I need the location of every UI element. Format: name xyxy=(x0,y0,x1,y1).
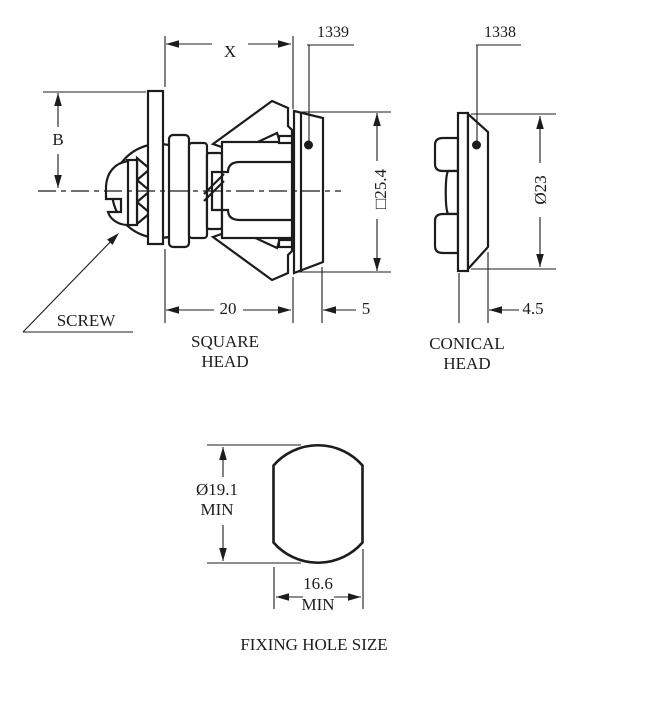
dim-16-6-qualifier: MIN xyxy=(301,595,335,614)
screw-head-dome xyxy=(104,159,130,227)
dim-x-label: X xyxy=(223,42,237,61)
cam-plate xyxy=(146,89,165,246)
leader-dot-1339 xyxy=(304,140,313,150)
dim-dia-23-label: Ø23 xyxy=(531,175,550,205)
square-head-caption: SQUARE HEAD xyxy=(191,332,259,372)
body-step-top xyxy=(277,134,294,145)
body-step-bottom xyxy=(277,238,294,249)
screw-label: SCREW xyxy=(56,311,116,330)
dim-5-label: 5 xyxy=(361,299,371,318)
fixing-hole-outline xyxy=(272,443,364,565)
conical-head-view xyxy=(433,111,490,273)
conical-body-tab-bottom xyxy=(433,212,460,255)
conical-body-waist xyxy=(444,169,460,216)
square-head-caption-line2: HEAD xyxy=(201,352,249,371)
dim-16-6-value: 16.6 xyxy=(303,574,333,593)
dim-b-label: B xyxy=(52,130,64,149)
part-number-1339: 1339 xyxy=(317,24,349,41)
dim-dia-19-1-label: Ø19.1 MIN xyxy=(196,480,238,520)
conical-head-caption-line2: HEAD xyxy=(443,354,491,373)
body-core xyxy=(220,140,294,240)
square-head-caption-line1: SQUARE xyxy=(190,332,260,351)
part-number-1338: 1338 xyxy=(484,24,516,41)
conical-head-caption-line1: CONICAL xyxy=(429,334,505,353)
dim-square-25-4-label: □25.4 xyxy=(371,168,390,210)
dimension-lines xyxy=(22,36,556,609)
dim-dia-19-1-qualifier: MIN xyxy=(200,500,234,519)
fixing-hole-caption: FIXING HOLE SIZE xyxy=(240,635,388,654)
conical-head-face-strip xyxy=(456,111,470,273)
dim-4-5-label: 4.5 xyxy=(522,299,544,318)
conical-head-caption: CONICAL HEAD xyxy=(429,334,505,374)
conical-body-tab-top xyxy=(433,136,460,173)
dim-20-label: 20 xyxy=(219,299,237,318)
cam-lock-side-view xyxy=(104,89,325,282)
leader-dot-1338 xyxy=(472,140,481,150)
conical-head-bevel xyxy=(466,111,490,272)
dimension-arrowheads xyxy=(54,40,544,601)
dim-dia-19-1-value: Ø19.1 xyxy=(195,480,239,499)
